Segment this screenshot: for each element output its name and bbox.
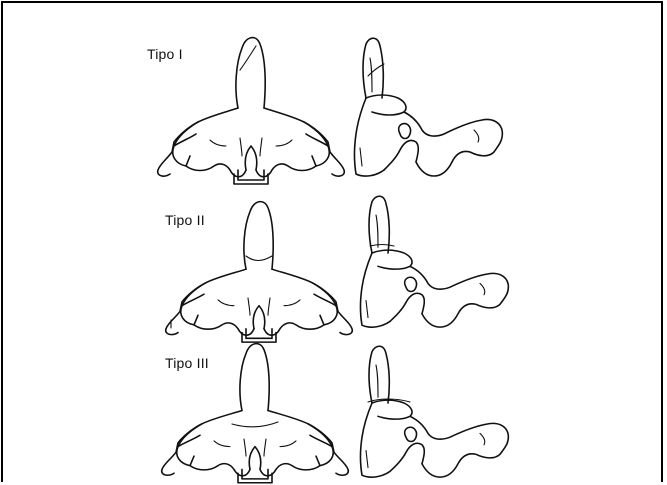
row-1-lateral-view bbox=[355, 38, 503, 176]
row-3-front-view bbox=[162, 344, 349, 483]
row-2-lateral-view bbox=[361, 196, 509, 327]
row-3-lateral-view bbox=[361, 346, 509, 477]
row-1-front-view bbox=[158, 38, 345, 184]
row-2-front-view bbox=[166, 202, 353, 343]
